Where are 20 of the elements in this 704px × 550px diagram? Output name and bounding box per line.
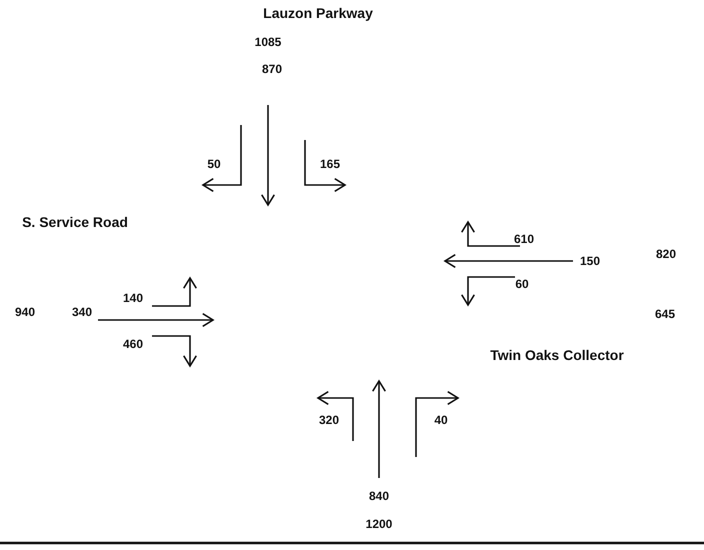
traffic-volume: 1200 [366,518,392,530]
traffic-volume: 610 [514,233,534,245]
traffic-volume: 150 [580,255,600,267]
road-name: Lauzon Parkway [263,6,373,20]
traffic-volume: 320 [318,414,340,426]
traffic-volume: 870 [262,63,282,75]
road-name: Twin Oaks Collector [490,348,624,362]
traffic-volume: 140 [122,292,144,304]
traffic-volume: 60 [515,278,529,290]
traffic-volume: 820 [656,248,676,260]
traffic-volume: 645 [654,308,676,320]
traffic-volume: 1085 [254,36,282,48]
traffic-volume: 460 [122,338,144,350]
traffic-volume: 940 [14,306,36,318]
traffic-volume: 40 [434,414,448,426]
traffic-volume: 50 [207,158,221,170]
road-name: S. Service Road [22,215,128,229]
traffic-volume: 840 [368,490,390,502]
traffic-volume: 340 [72,306,92,318]
traffic-volume: 165 [320,158,340,170]
